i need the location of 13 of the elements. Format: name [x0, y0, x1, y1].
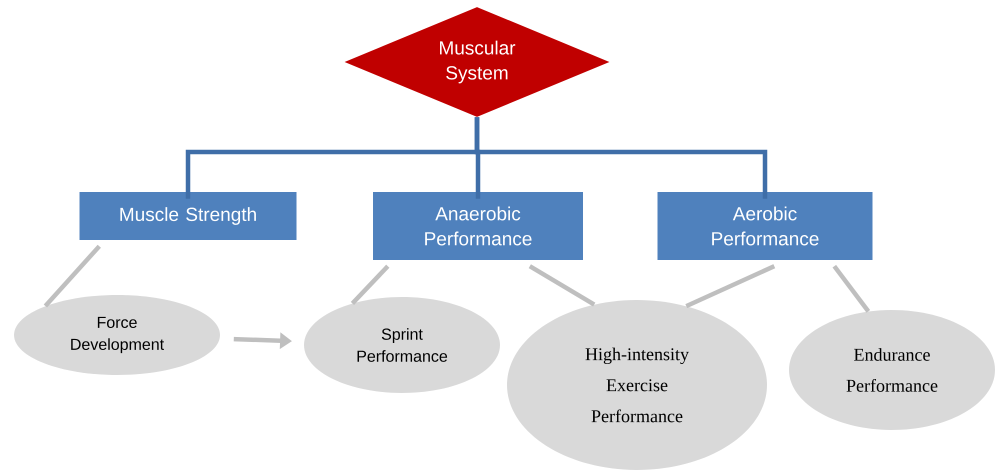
- ellipse-node: Force Development: [14, 295, 220, 375]
- process-box: Aerobic Performance: [658, 192, 872, 260]
- connector-line: [44, 244, 101, 308]
- connector-line: [474, 117, 768, 199]
- process-box: Anaerobic Performance: [373, 192, 583, 260]
- connector-line: [832, 264, 870, 313]
- process-box: Muscle Strength: [80, 192, 296, 240]
- connector-line: [528, 264, 596, 306]
- connector-line: [350, 264, 390, 305]
- ellipse-node: Endurance Performance: [789, 310, 995, 430]
- ellipse-node: Sprint Performance: [304, 297, 500, 393]
- ellipse-node: High-intensity Exercise Performance: [507, 300, 767, 470]
- connector-line: [685, 264, 776, 308]
